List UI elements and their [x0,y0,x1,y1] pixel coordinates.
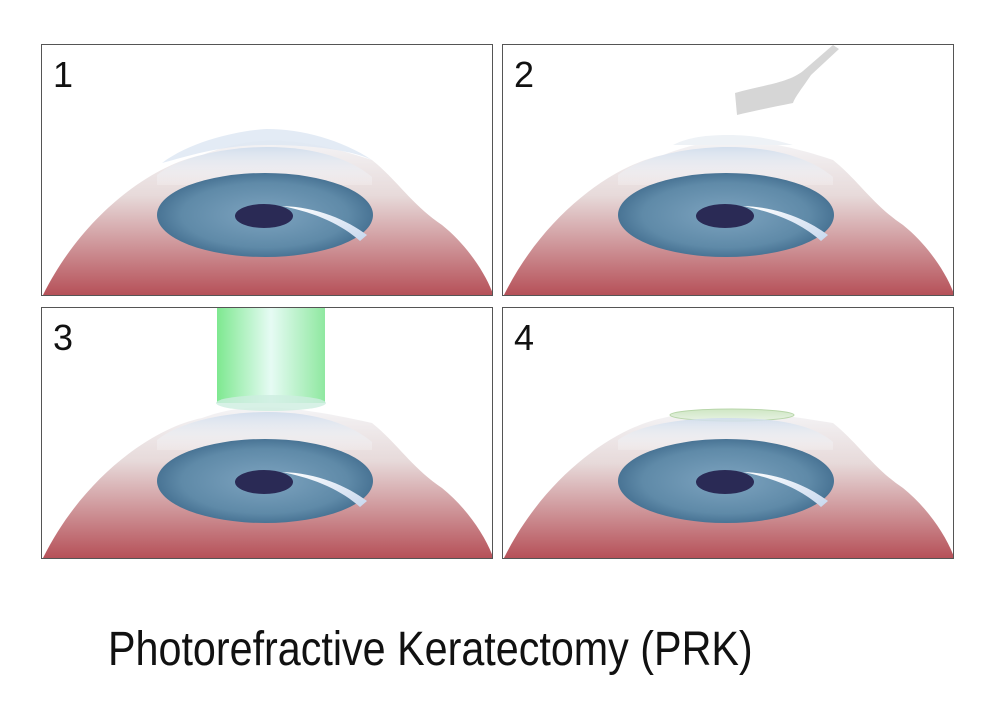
eye-illustration [504,408,953,558]
pupil [696,470,754,494]
reflection-highlight [743,206,828,241]
reflection-highlight [282,206,367,241]
figure-title: Photorefractive Keratectomy (PRK) [108,623,753,676]
epithelium [162,129,372,163]
panel-step-4: 4 [502,307,954,559]
pupil [696,204,754,228]
spatula-tool [735,45,839,115]
cornea [618,418,833,450]
eye-illustration [43,308,492,558]
epithelium-removed [673,135,793,145]
reflection-highlight [743,472,828,507]
step-number: 1 [53,54,74,95]
cornea [618,147,833,185]
cornea [157,412,372,450]
cornea [157,147,372,185]
pupil [235,204,293,228]
pupil [235,470,293,494]
panel-step-2: 2 [502,44,954,296]
panel-step-1: 1 [41,44,493,296]
laser-beam [217,308,325,403]
step-number: 2 [514,54,535,95]
step-number: 3 [53,317,74,358]
eye-illustration [43,129,492,295]
panel-step-3: 3 [41,307,493,559]
eye-illustration [504,45,953,295]
laser-spot [216,395,326,411]
reflection-highlight [282,472,367,507]
step-number: 4 [514,317,535,358]
